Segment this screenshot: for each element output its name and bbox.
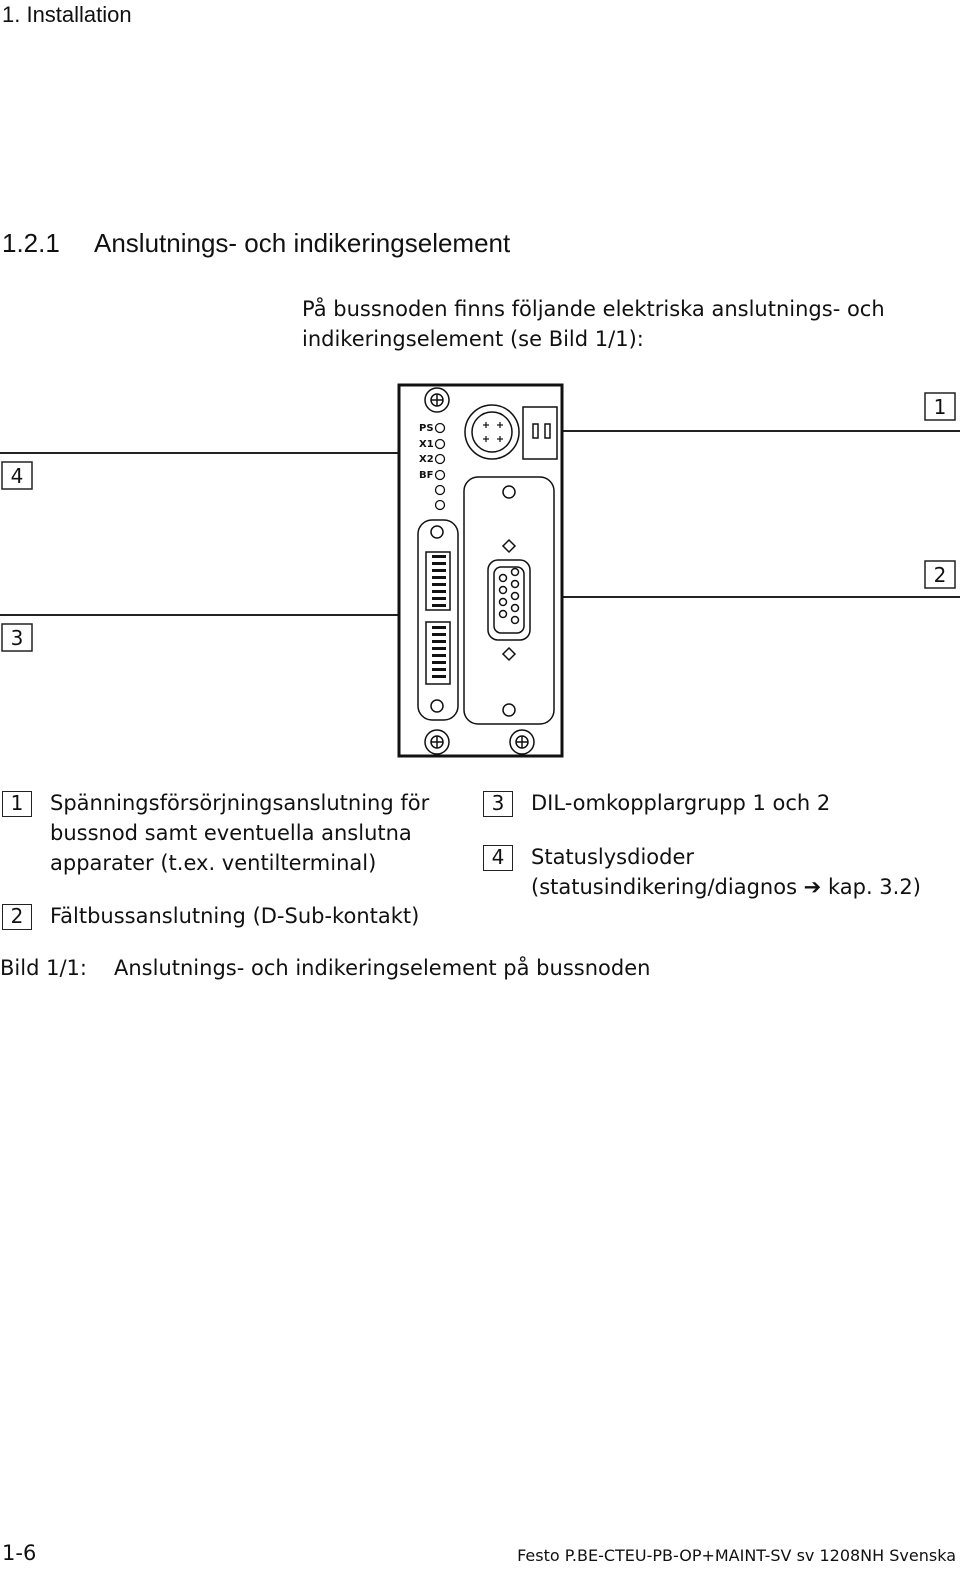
- section-title: Anslutnings- och indikeringselement: [94, 228, 511, 258]
- dil-switch-group-2: [425, 621, 451, 685]
- screw-icon: [509, 729, 535, 755]
- led-icon: [434, 422, 446, 434]
- callout-box-4: 4: [1, 461, 33, 490]
- led-label-ps: PS: [419, 423, 434, 434]
- svg-text:1: 1: [934, 395, 947, 419]
- led-icon: [434, 484, 446, 496]
- led-label-x1: X1: [419, 439, 434, 450]
- leader-lines: [0, 430, 960, 616]
- legend-text: Spänningsförsörjningsanslutning för: [50, 791, 430, 815]
- legend-number-box: 4: [483, 845, 513, 871]
- svg-text:2: 2: [934, 563, 947, 587]
- svg-text:3: 3: [11, 626, 24, 650]
- svg-text:4: 4: [11, 464, 24, 488]
- legend-text: Fältbussanslutning (D-Sub-kontakt): [50, 904, 420, 928]
- legend-text: bussnod samt eventuella anslutna: [50, 821, 412, 845]
- footer-document-id: Festo P.BE-CTEU-PB-OP+MAINT-SV sv 1208NH…: [517, 1546, 956, 1565]
- figure-caption: Bild 1/1: Anslutnings- och indikeringsele…: [0, 956, 650, 980]
- led-label-bf: BF: [419, 470, 433, 481]
- callout-box-2: 2: [924, 560, 956, 589]
- led-icon: [434, 469, 446, 481]
- dil-switch-group-1: [425, 551, 451, 611]
- led-icon: [434, 438, 446, 450]
- intro-paragraph: På bussnoden finns följande elektriska a…: [302, 294, 942, 354]
- screw-icon: [424, 729, 450, 755]
- legend-number-box: 2: [2, 904, 32, 930]
- led-label-x2: X2: [419, 454, 434, 465]
- led-icon: [434, 453, 446, 465]
- caption-label: Bild 1/1:: [0, 956, 87, 980]
- caption-text: Anslutnings- och indikeringselement på b…: [114, 956, 651, 980]
- status-leds: [434, 422, 446, 511]
- callout-box-1: 1: [924, 392, 956, 421]
- legend-text: (statusindikering/diagnos ➔ kap. 3.2): [531, 875, 921, 899]
- dil-switch-panel: [417, 519, 459, 721]
- intro-line-2: indikeringselement (se Bild 1/1):: [302, 327, 644, 351]
- fieldbus-connector-icon: [463, 476, 555, 725]
- legend-text: DIL-omkopplargrupp 1 och 2: [531, 791, 831, 815]
- legend-text: apparater (t.ex. ventilterminal): [50, 851, 377, 875]
- callout-box-3: 3: [1, 623, 33, 652]
- screw-icon: [424, 387, 450, 413]
- legend-text: Statuslysdioder: [531, 845, 695, 869]
- running-header: 1. Installation: [2, 2, 132, 27]
- bus-node-figure: 1 4 2 3: [0, 383, 960, 758]
- intro-line-1: På bussnoden finns följande elektriska a…: [302, 297, 885, 321]
- section-number: 1.2.1: [2, 228, 60, 258]
- led-icon: [434, 499, 446, 511]
- power-connector-icon: [464, 404, 558, 460]
- legend-number-box: 3: [483, 791, 513, 817]
- page-number: 1-6: [2, 1541, 37, 1565]
- section-heading: 1.2.1 Anslutnings- och indikeringselement: [2, 228, 510, 259]
- legend-number-box: 1: [2, 791, 32, 817]
